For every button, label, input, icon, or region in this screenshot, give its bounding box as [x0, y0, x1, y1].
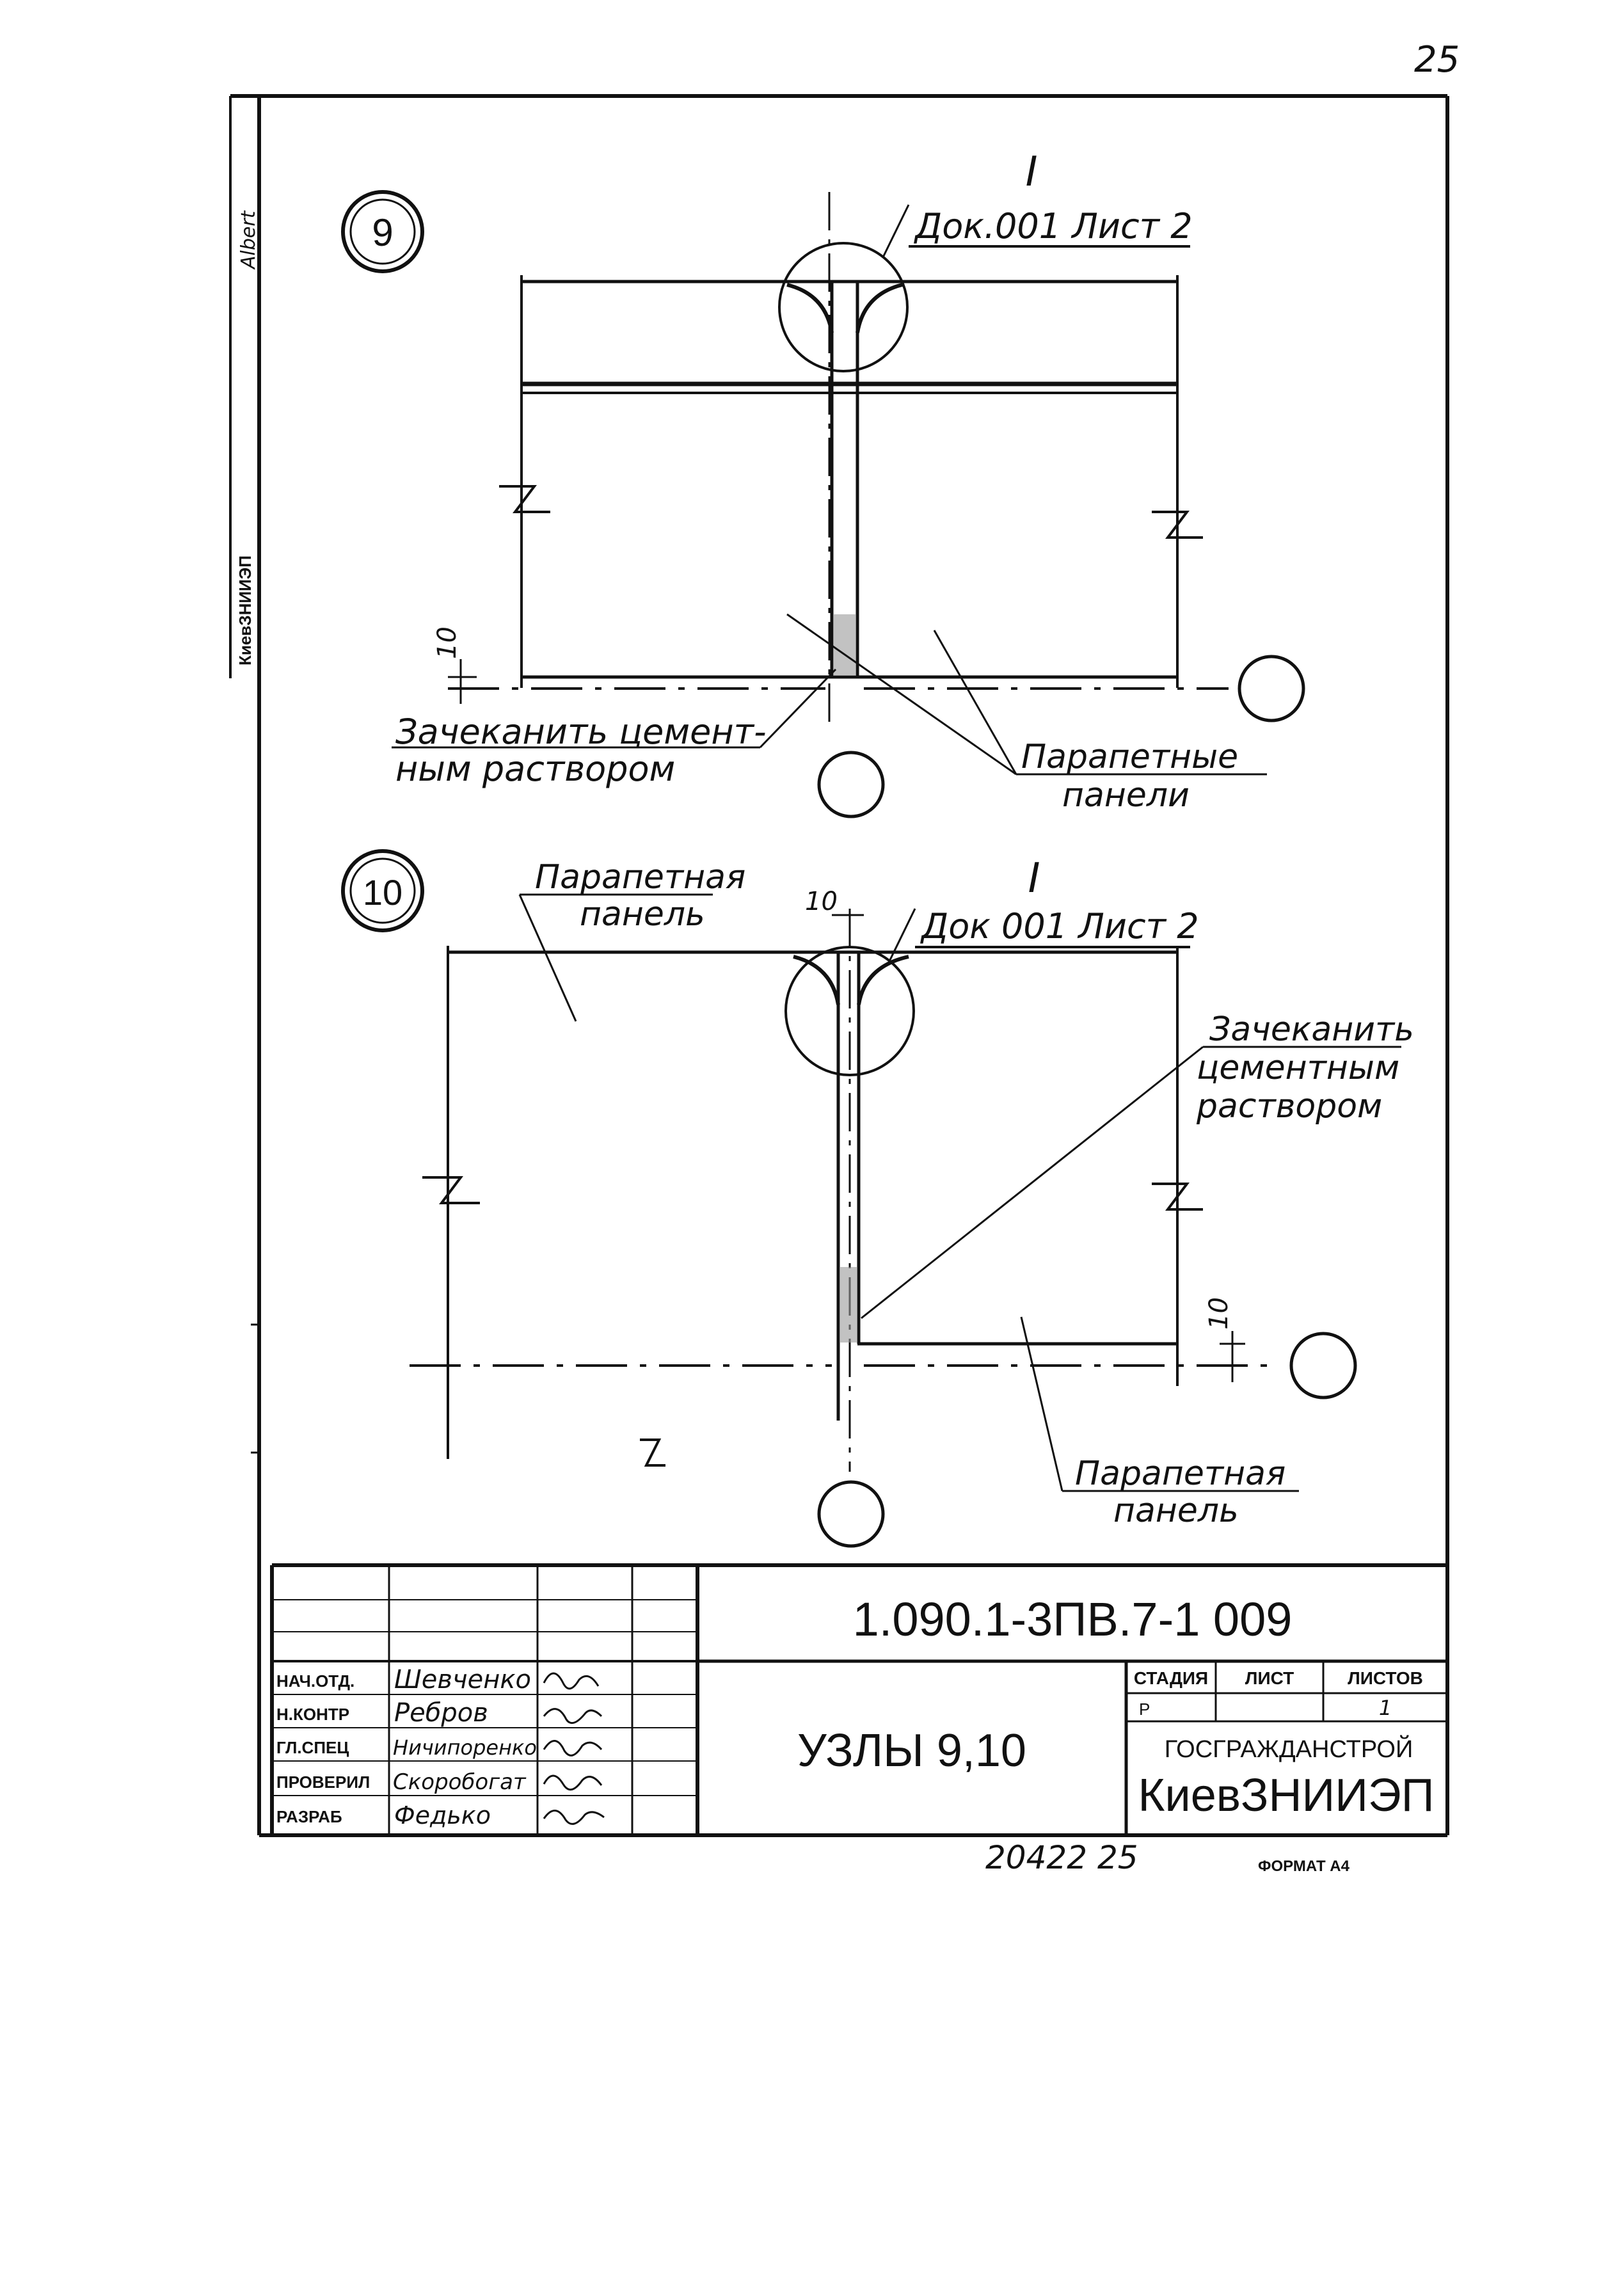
side-signature: Albert	[237, 210, 260, 270]
sheet-label: ЛИСТ	[1245, 1668, 1294, 1688]
note-caulk-line2: ным раствором	[395, 749, 675, 789]
page-number: 25	[1414, 39, 1460, 81]
label-panel-top-line1: Парапетная	[535, 858, 745, 896]
note-caulk-line1: Зачеканить цемент-	[395, 712, 767, 752]
stage-label: СТАДИЯ	[1134, 1668, 1208, 1688]
format-label: ФОРМАТ А4	[1258, 1858, 1350, 1875]
bottom-number: 20422 25	[985, 1839, 1138, 1876]
stage-value: Р	[1139, 1700, 1150, 1719]
grid-axis-circle-bottom	[817, 1480, 885, 1548]
callout-mark: I	[1026, 148, 1038, 196]
node-marker-circle	[341, 190, 424, 273]
callout-reference: Док.001 Лист 2	[914, 206, 1193, 246]
side-stamp: КиевЗНИИЭП	[235, 555, 255, 665]
grid-axis-circle-bottom	[817, 751, 885, 818]
role-label: ГЛ.СПЕЦ	[276, 1738, 349, 1757]
role-label: НАЧ.ОТД.	[276, 1671, 354, 1691]
role-label: Н.КОНТР	[276, 1705, 349, 1724]
document-code: 1.090.1-3ПВ.7-1 009	[853, 1593, 1293, 1646]
role-name: Ребров	[394, 1698, 488, 1728]
note-panels-line1: Парапетные	[1021, 738, 1238, 776]
node-marker-label: 9	[372, 211, 393, 254]
dimension-10-top: 10	[805, 887, 838, 916]
node-marker-circle	[341, 849, 424, 932]
node-10: 10 I Док 001 Лист 2 10 10	[341, 849, 1414, 1548]
node-marker-label: 10	[363, 872, 402, 912]
signature-scribbles	[543, 1672, 605, 1825]
node-9: 9 I Док.001 Лист 2 10 З	[341, 148, 1305, 818]
role-label: РАЗРАБ	[276, 1807, 342, 1826]
label-panel-bottom-line2: панель	[1113, 1492, 1239, 1530]
organization-line2: КиевЗНИИЭП	[1138, 1770, 1435, 1821]
sheet-frame	[229, 94, 1449, 1837]
role-name: Ничипоренко	[393, 1735, 537, 1760]
callout-reference: Док 001 Лист 2	[920, 906, 1199, 946]
note-caulk-line3: раствором	[1196, 1087, 1382, 1126]
note-caulk-line2: цементным	[1197, 1049, 1399, 1087]
title-block: НАЧ.ОТД. Шевченко Н.КОНТР Ребров ГЛ.СПЕЦ…	[270, 1563, 1447, 1835]
note-caulk-line1: Зачеканить	[1209, 1010, 1414, 1049]
dimension-10-right: 10	[1204, 1297, 1234, 1330]
grid-axis-circle-right	[1289, 1332, 1357, 1399]
label-panel-top-line2: панель	[580, 895, 705, 934]
role-name: Шевченко	[394, 1665, 531, 1694]
sheets-label: ЛИСТОВ	[1348, 1668, 1423, 1688]
note-panels-line2: панели	[1062, 776, 1190, 815]
role-name: Федько	[394, 1801, 491, 1829]
dimension-10: 10	[433, 626, 462, 659]
drawing-title: УЗЛЫ 9,10	[797, 1725, 1026, 1776]
grid-axis-circle-right	[1238, 655, 1305, 722]
sheets-value: 1	[1379, 1696, 1392, 1720]
label-panel-bottom-line1: Парапетная	[1075, 1454, 1286, 1493]
role-label: ПРОВЕРИЛ	[276, 1773, 370, 1792]
organization-line1: ГОСГРАЖДАНСТРОЙ	[1165, 1734, 1413, 1763]
callout-mark: I	[1028, 855, 1040, 902]
role-name: Скоробогат	[393, 1769, 527, 1795]
